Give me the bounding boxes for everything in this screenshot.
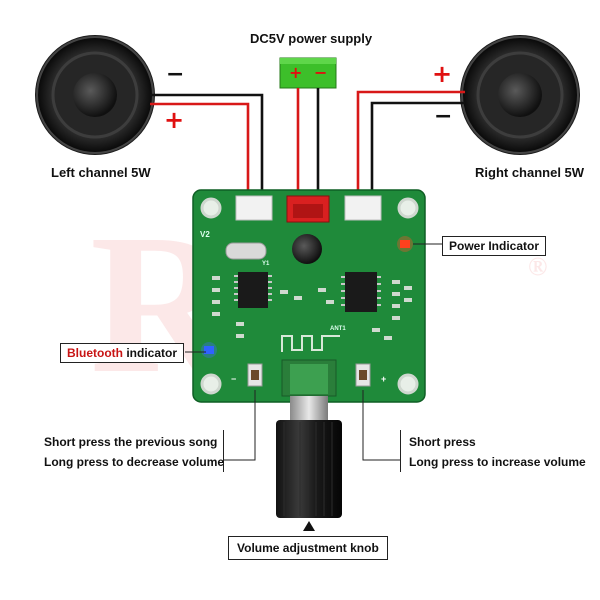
power-indicator-label: Power Indicator [449,239,540,253]
left-speaker [35,35,155,155]
callout-lines [185,243,442,461]
volume-knob-callout: Volume adjustment knob [228,536,388,560]
bluetooth-word: Bluetooth [67,346,123,360]
left-plus-sign: + [164,106,185,134]
left-minus-sign: − [166,62,185,87]
bluetooth-indicator-callout: Bluetooth indicator [60,343,185,363]
left-channel-label: Left channel 5W [51,165,151,180]
board-left-button-sign: − [231,374,237,384]
power-minus-sign: − [314,63,328,82]
board-version-mark: V2 [200,230,210,239]
right-button-line-1: Short press [409,435,476,449]
right-speaker [460,35,580,155]
left-button-line-1: Short press the previous song [44,435,218,449]
right-button-callout: Short press Long press to increase volum… [400,430,590,472]
power-supply-label: DC5V power supply [250,31,373,46]
board-antenna-mark: ANT1 [330,326,346,332]
watermark-registered: ® [528,252,548,281]
right-button-line-2: Long press to increase volume [409,455,586,469]
right-plus-sign: + [432,60,453,88]
bluetooth-indicator-label: Bluetooth indicator [67,346,177,360]
wires [150,88,465,195]
power-supply-block [279,57,337,89]
right-minus-sign: − [434,104,453,129]
left-button-line-2: Long press to decrease volume [44,455,225,469]
left-button-callout: Short press the previous song Long press… [36,430,224,472]
board-right-button-sign: + [381,374,387,384]
indicator-word: indicator [123,346,178,360]
volume-knob [276,396,342,531]
volume-knob-label: Volume adjustment knob [237,541,379,555]
right-channel-label: Right channel 5W [475,165,585,180]
board-crystal-mark: Y1 [262,261,270,267]
power-plus-sign: + [289,63,303,82]
power-indicator-callout: Power Indicator [442,236,547,256]
pcb-board [192,189,426,403]
